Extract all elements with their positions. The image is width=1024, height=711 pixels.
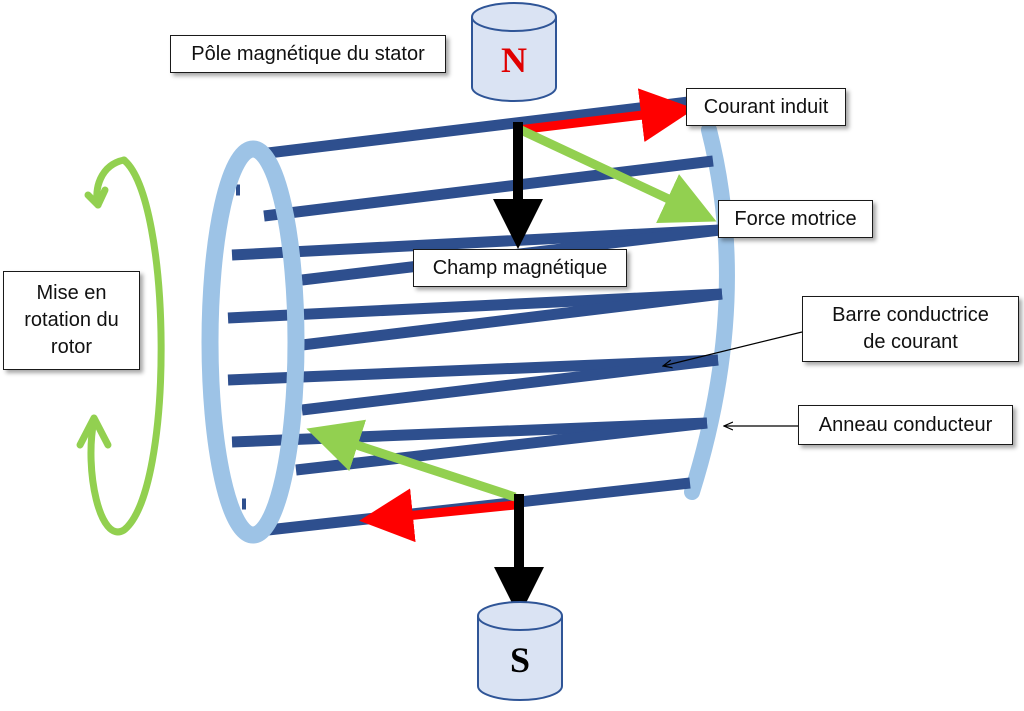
south-pole-letter: S	[510, 640, 530, 680]
conductor-bar	[227, 288, 723, 324]
induced-current-label: Courant induit	[686, 88, 846, 126]
magnetic-field-label: Champ magnétique	[413, 249, 627, 287]
north-magnet: N	[471, 2, 557, 102]
conductor-ring-label: Anneau conducteur	[798, 405, 1013, 445]
north-pole-letter: N	[501, 40, 527, 80]
stator-pole-label: Pôle magnétique du stator	[170, 35, 446, 73]
conductor-bar	[267, 94, 706, 159]
conductor-bar	[301, 288, 723, 351]
rotation-arrow	[76, 156, 165, 536]
induced-current-arrow-top	[517, 88, 695, 143]
motive-force-label: Force motrice	[718, 200, 873, 238]
conductor-bar-pointer	[663, 331, 803, 366]
conductor-bar	[231, 224, 721, 261]
conductor-bar	[227, 354, 719, 386]
conductor-bar	[263, 155, 714, 222]
front-ring	[201, 140, 305, 544]
motive-force-arrow-bottom	[306, 419, 517, 502]
back-ring	[684, 122, 735, 500]
conductor-bar-label: Barre conductrice de courant	[802, 296, 1019, 362]
rotor-rotation-label: Mise en rotation du rotor	[3, 271, 140, 370]
south-magnet: S	[477, 601, 563, 701]
induced-current-arrow-bottom	[359, 488, 516, 543]
conductor-bar	[301, 354, 719, 416]
motive-force-arrow-top	[519, 125, 717, 224]
